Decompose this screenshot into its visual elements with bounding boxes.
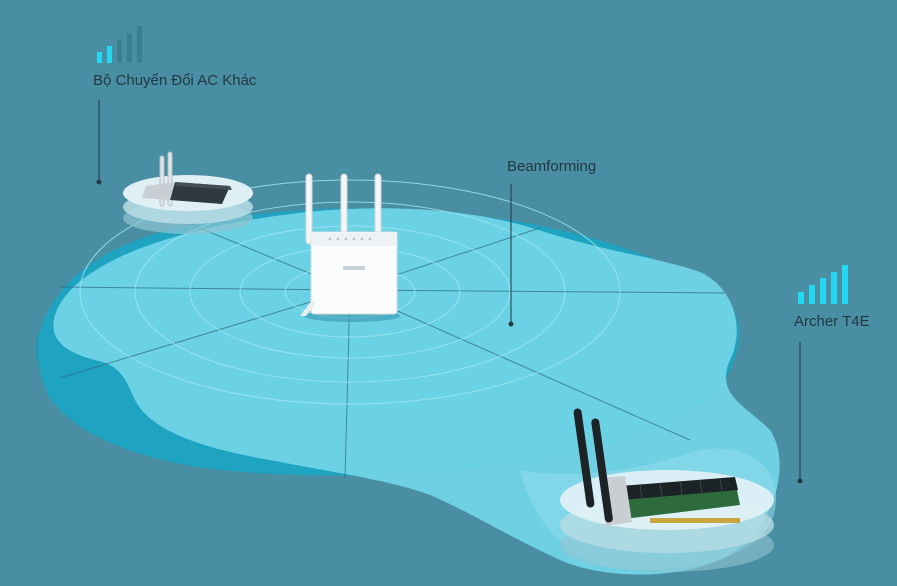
product-label: Archer T4E	[794, 313, 870, 330]
leader-lines	[96, 100, 803, 484]
signal-strength-icon-product	[798, 265, 848, 304]
archer-t4e-adapter-icon	[573, 408, 740, 526]
beamforming-rings	[79, 179, 621, 405]
wireless-router-icon	[300, 173, 400, 322]
beamforming-label: Beamforming	[507, 158, 597, 175]
pcie-adapter-icon	[142, 151, 232, 207]
signal-strength-icon	[97, 26, 142, 63]
other-adapter-label: Bộ Chuyển Đổi AC Khác	[93, 72, 257, 89]
